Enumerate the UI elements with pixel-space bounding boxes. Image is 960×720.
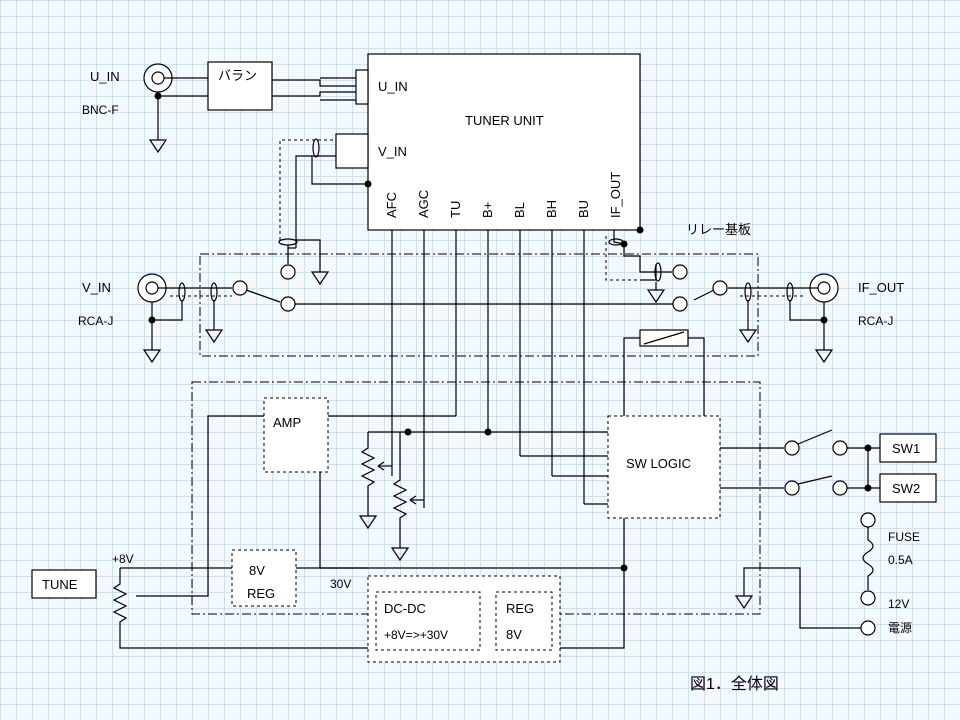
tuner-unit-title: TUNER UNIT	[465, 113, 544, 128]
if-out-coax	[605, 226, 688, 303]
fuse	[862, 527, 874, 590]
pin-bh: BH	[544, 200, 559, 218]
sw1-contact-b	[832, 440, 848, 456]
reg-out-line2: 8V	[506, 627, 522, 642]
v-in-coax	[278, 138, 372, 285]
agc-potentiometer	[391, 432, 424, 561]
sw2-contact-a	[784, 480, 800, 496]
supply-voltage: 12V	[888, 597, 909, 611]
sw1-contact-a	[784, 440, 800, 456]
tune-potentiometer	[112, 567, 368, 649]
tuner-pin-labels: AFC AGC TU B+ BL BH BU IF_OUT	[384, 172, 623, 218]
tuner-unit	[367, 53, 641, 231]
dcdc-conversion: +8V=>+30V	[384, 628, 448, 642]
pin-if-out: IF_OUT	[608, 172, 623, 218]
reg-out-line1: REG	[506, 601, 534, 616]
sw-logic-block	[607, 415, 721, 519]
pin-bu: BU	[576, 200, 591, 218]
afc-potentiometer	[359, 432, 392, 529]
if-out-label: IF_OUT	[858, 280, 904, 295]
pin-tu: TU	[448, 201, 463, 218]
dcdc-block	[375, 591, 481, 651]
pin-bl: BL	[512, 202, 527, 218]
tuner-u-in-label: U_IN	[378, 79, 408, 94]
relay-board	[199, 253, 759, 357]
fuse-rating: 0.5A	[888, 553, 913, 567]
dcdc-label: DC-DC	[384, 601, 426, 616]
reg-8v-block	[231, 549, 297, 607]
sw2-contact-b	[832, 480, 848, 496]
balun	[207, 61, 273, 111]
sw2-box	[879, 473, 937, 503]
tuner-v-in-label: V_IN	[378, 144, 407, 159]
v-in-socket	[335, 133, 369, 169]
v-in-type-label: RCA-J	[78, 314, 113, 328]
v30-label: 30V	[330, 577, 351, 591]
reg-8v-line2: REG	[247, 586, 275, 601]
tuner-pin-wires	[391, 230, 585, 508]
pin-afc: AFC	[384, 192, 399, 218]
supply-label: 電源	[888, 621, 912, 635]
reg-8v-line1: 8V	[249, 563, 265, 578]
fuse-terminal-bottom	[860, 590, 876, 606]
relay-board-label: リレー基板	[686, 222, 751, 237]
v-in-label: V_IN	[82, 280, 111, 295]
balun-label: バラン	[218, 68, 257, 83]
sw2-label: SW2	[892, 481, 920, 496]
fuse-label: FUSE	[888, 530, 920, 544]
sw-logic-label: SW LOGIC	[626, 456, 691, 471]
plus8v-label: +8V	[112, 552, 134, 566]
reg-out-block	[495, 591, 553, 651]
if-out-type-label: RCA-J	[858, 314, 893, 328]
sw1-label: SW1	[892, 441, 920, 456]
pin-agc: AGC	[416, 190, 431, 218]
u-in-type-label: BNC-F	[82, 103, 119, 117]
amp-label: AMP	[273, 415, 301, 430]
diagram-caption: 図1．全体図	[690, 675, 779, 693]
tune-box	[31, 569, 97, 599]
supply-terminal	[860, 620, 876, 636]
u-in-socket	[355, 69, 369, 105]
u-in-label: U_IN	[90, 69, 120, 84]
tune-label: TUNE	[42, 577, 78, 592]
amp-block	[263, 397, 329, 473]
pin-bplus: B+	[480, 202, 495, 218]
sw1-box	[879, 433, 937, 463]
fuse-terminal-top	[860, 512, 876, 528]
